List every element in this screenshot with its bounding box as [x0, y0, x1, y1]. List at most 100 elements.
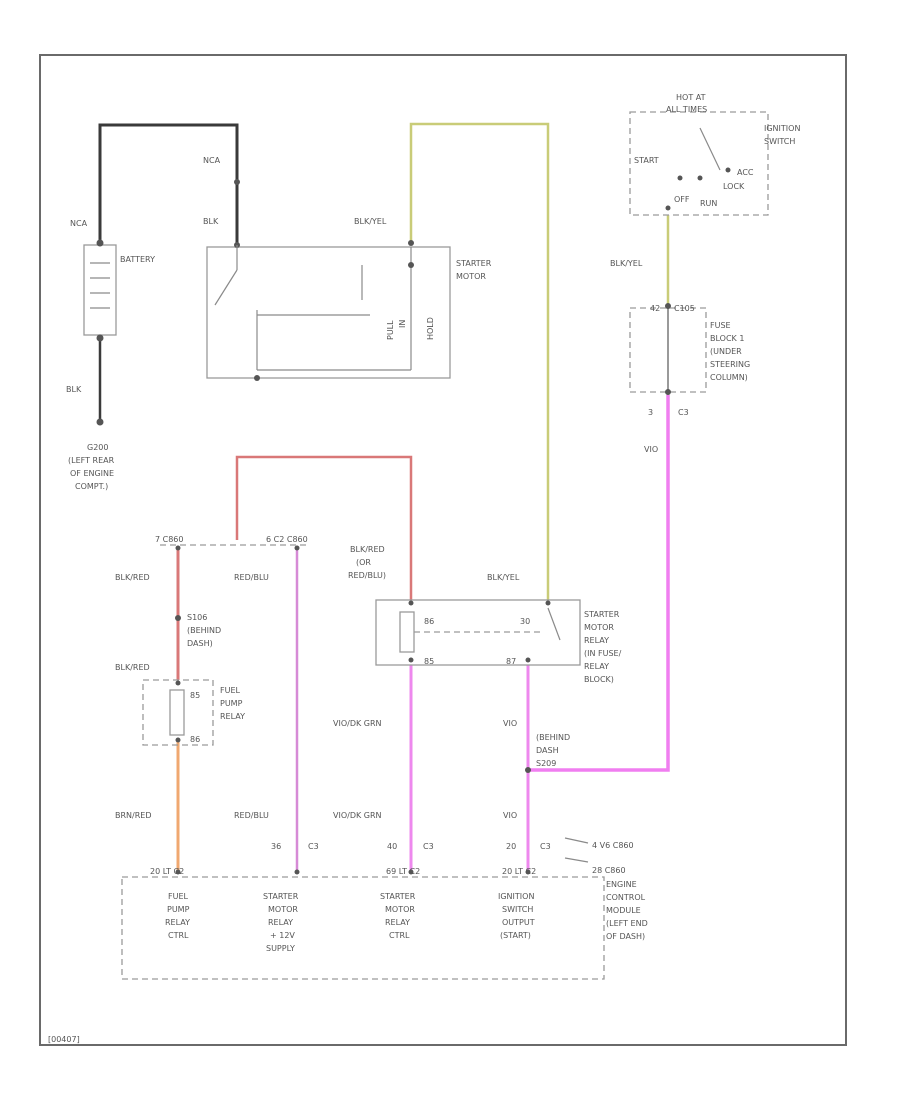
label-fpr-b: PUMP — [220, 699, 243, 708]
label-ign-out-4: (START) — [500, 931, 531, 940]
c860-arrows — [564, 837, 589, 863]
label-s106-a: S106 — [187, 613, 207, 622]
label-vio-grn-2: VIO/DK GRN — [333, 811, 382, 820]
label-smc-2: MOTOR — [385, 905, 415, 914]
label-smr-c: RELAY — [584, 636, 609, 645]
label-smr-e: RELAY — [584, 662, 609, 671]
label-ign-a: IGNITION — [764, 124, 800, 133]
label-smr-30: 30 — [520, 617, 530, 626]
fuse-block — [629, 303, 707, 395]
label-conn-left: 7 C860 — [155, 535, 184, 544]
label-ign-run: RUN — [700, 199, 717, 208]
label-fuse-pin2: 3 — [648, 408, 653, 417]
label-fuse-d: STEERING — [710, 360, 750, 369]
label-g200-a: G200 — [87, 443, 108, 452]
label-blk-upper: BLK — [203, 217, 219, 226]
label-blk-yel-top: BLK/YEL — [354, 217, 387, 226]
label-ecm-4: (LEFT END — [606, 919, 648, 928]
c860-connector — [160, 544, 310, 551]
label-fuse-a: FUSE — [710, 321, 731, 330]
label-g200-d: COMPT.) — [75, 482, 108, 491]
label-starter-motor-b: MOTOR — [456, 272, 486, 281]
label-ign-acc: ACC — [737, 168, 754, 177]
label-p-c3b: C3 — [423, 842, 434, 851]
label-fpr-a: FUEL — [220, 686, 241, 695]
label-vio-grn-1: VIO/DK GRN — [333, 719, 382, 728]
label-ecm-2: CONTROL — [606, 893, 646, 902]
label-ecm-1: ENGINE — [606, 880, 637, 889]
label-fuse-pin: 42 — [650, 304, 660, 313]
label-vio-bot: VIO — [503, 811, 517, 820]
label-fuel-4: CTRL — [168, 931, 189, 940]
label-fuse-c3: C3 — [678, 408, 689, 417]
splice-s106 — [175, 615, 181, 621]
label-ecm-5: OF DASH) — [606, 932, 645, 941]
ignition-switch — [629, 111, 769, 216]
label-blk-red-1: BLK/RED — [115, 573, 150, 582]
label-c860-b: 28 C860 — [592, 866, 626, 875]
label-ign-out-3: OUTPUT — [502, 918, 535, 927]
label-p-20: 20 — [506, 842, 516, 851]
label-fpr-c: RELAY — [220, 712, 245, 721]
label-smr-b: MOTOR — [584, 623, 614, 632]
fuel-pump-relay — [142, 679, 214, 746]
label-smr-d: (IN FUSE/ — [584, 649, 622, 658]
ground-g200 — [96, 418, 104, 426]
label-pin-ign: 20 LT C2 — [502, 867, 536, 876]
label-sms-2: MOTOR — [268, 905, 298, 914]
label-p-36: 36 — [271, 842, 281, 851]
wire-blk-yel-solenoid — [409, 122, 550, 600]
label-g200-c: OF ENGINE — [70, 469, 114, 478]
label-brn-red: BRN/RED — [115, 811, 152, 820]
label-fuel-2: PUMP — [167, 905, 190, 914]
label-smr-85: 85 — [424, 657, 434, 666]
battery — [83, 239, 117, 342]
label-ecm-3: MODULE — [606, 906, 641, 915]
label-sms-4: + 12V — [270, 931, 295, 940]
label-pull: PULL — [386, 320, 395, 340]
label-vio-right: VIO — [644, 445, 658, 454]
label-fuse-e: COLUMN) — [710, 373, 748, 382]
label-blk-red-2: BLK/RED — [115, 663, 150, 672]
label-red-blu-3: RED/BLU — [234, 811, 269, 820]
label-ign-start: START — [634, 156, 659, 165]
footer-code: [00407] — [48, 1035, 80, 1044]
label-ign-off: OFF — [674, 195, 690, 204]
label-p-c3a: C3 — [308, 842, 319, 851]
label-blk-yel-right: BLK/YEL — [610, 259, 643, 268]
label-sms-3: RELAY — [268, 918, 293, 927]
label-battery: BATTERY — [120, 255, 155, 264]
label-p-c3c: C3 — [540, 842, 551, 851]
label-smr-f: BLOCK) — [584, 675, 614, 684]
labels: NCA NCA BLK BATTERY BLK G200 (LEFT REAR … — [48, 93, 800, 1044]
label-s106-c: DASH) — [187, 639, 213, 648]
engine-control-module — [121, 876, 605, 980]
label-smr-86: 86 — [424, 617, 434, 626]
wire-battery-positive — [98, 123, 239, 240]
label-pin-smc: 69 LT C2 — [386, 867, 420, 876]
label-red-blu-1: RED/BLU — [234, 573, 269, 582]
diagram-frame — [39, 54, 847, 1046]
wires — [98, 122, 670, 870]
label-p-40: 40 — [387, 842, 397, 851]
wire-vio-fuse-s209 — [528, 395, 670, 772]
label-fuse-b: BLOCK 1 — [710, 334, 744, 343]
label-smr-a: STARTER — [584, 610, 620, 619]
label-nca-top: NCA — [203, 156, 221, 165]
label-ign-out-2: SWITCH — [502, 905, 533, 914]
label-fuel-3: RELAY — [165, 918, 190, 927]
label-fuel-1: FUEL — [168, 892, 189, 901]
label-pin-fuel: 20 LT C2 — [150, 867, 184, 876]
label-fpr-86: 86 — [190, 735, 200, 744]
label-g200-b: (LEFT REAR — [68, 456, 115, 465]
label-red-blu-2: RED/BLU) — [348, 571, 386, 580]
label-hot-b: ALL TIMES — [666, 105, 707, 114]
label-blk-lower: BLK — [66, 385, 82, 394]
label-behind-a: (BEHIND — [536, 733, 570, 742]
label-ign-b: SWITCH — [764, 137, 795, 146]
label-fuse-c: C105 — [674, 304, 695, 313]
label-behind-b: DASH — [536, 746, 559, 755]
label-blk-red-or-a: BLK/RED — [350, 545, 385, 554]
label-vio-mid: VIO — [503, 719, 517, 728]
